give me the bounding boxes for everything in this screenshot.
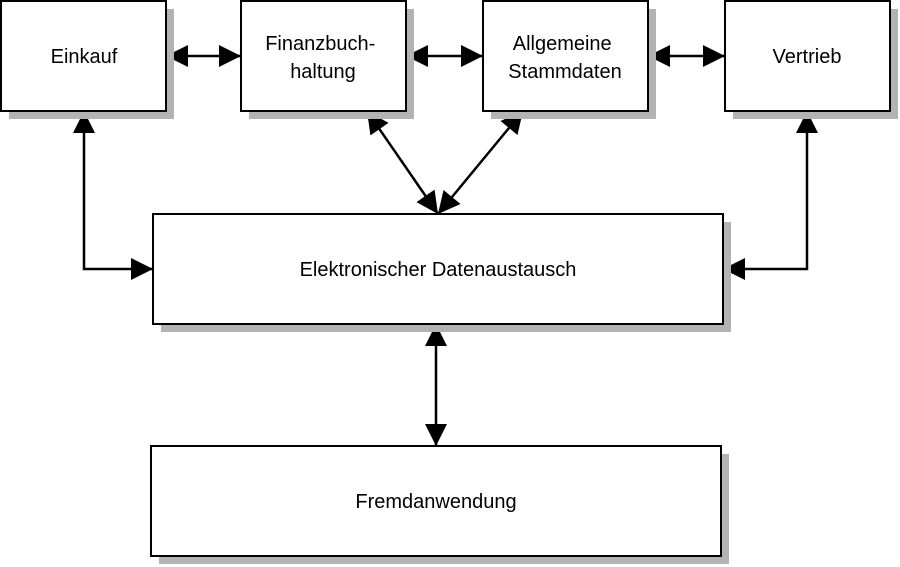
connector-datenaustausch-fremdanwendung [425,324,447,446]
arrowhead-end [723,258,745,280]
connector-einkauf-datenaustausch [73,111,153,280]
node-vertrieb-label: Vertrieb [773,46,842,68]
node-allgemeine-stammdaten-label: Allgemeine Stammdaten [508,33,621,83]
arrowhead-end [416,189,438,214]
node-einkauf-label: Einkauf [51,46,118,68]
connector-line [437,110,524,215]
node-finanzbuchhaltung-label: Finanzbuch- haltung [265,33,381,83]
arrowhead-end [425,424,447,446]
connector-finanzbuchhaltung-allgemeine-stammdaten [406,45,483,67]
arrowhead-start [166,45,188,67]
connector-allgemeine-stammdaten-datenaustausch [437,110,524,215]
node-fremdanwendung: Fremdanwendung [150,445,729,564]
arrowhead-end [703,45,725,67]
node-finanzbuchhaltung-label-line-1: Finanzbuch- [265,33,375,55]
node-fremdanwendung-label: Fremdanwendung [355,491,516,513]
arrowhead-start [73,111,95,133]
arrowhead-end [219,45,241,67]
node-vertrieb-label-line-1: Vertrieb [773,46,842,68]
arrowhead-start [796,111,818,133]
node-fremdanwendung-label-line-1: Fremdanwendung [355,491,516,513]
node-datenaustausch: Elektronischer Datenaustausch [152,213,731,332]
arrowhead-end [438,190,461,214]
node-datenaustausch-label-line-1: Elektronischer Datenaustausch [300,259,577,281]
connector-vertrieb-datenaustausch [723,111,818,280]
node-einkauf-label-line-1: Einkauf [51,46,118,68]
node-allgemeine-stammdaten-box [482,0,649,112]
arrowhead-start [648,45,670,67]
node-datenaustausch-box [152,213,724,325]
connector-einkauf-finanzbuchhaltung [166,45,241,67]
node-finanzbuchhaltung: Finanzbuch- haltung [240,0,414,119]
connector-line [723,111,809,271]
node-allgemeine-stammdaten-label-line-1: Allgemeine [513,33,612,55]
connector-line [82,111,153,271]
node-allgemeine-stammdaten: Allgemeine Stammdaten [482,0,656,119]
node-finanzbuchhaltung-label-line-2: haltung [290,61,356,83]
node-finanzbuchhaltung-box [240,0,407,112]
node-datenaustausch-label: Elektronischer Datenaustausch [300,259,577,281]
node-einkauf: Einkauf [0,0,174,119]
arrowhead-start [406,45,428,67]
arrowhead-end [461,45,483,67]
node-einkauf-box [0,0,167,112]
connector-finanzbuchhaltung-datenaustausch [365,110,440,215]
node-fremdanwendung-box [150,445,722,557]
connector-allgemeine-stammdaten-vertrieb [648,45,725,67]
node-allgemeine-stammdaten-label-line-2: Stammdaten [508,61,621,83]
arrowhead-end [131,258,153,280]
node-vertrieb-box [724,0,891,112]
arrowhead-start [425,324,447,346]
node-vertrieb: Vertrieb [724,0,898,119]
